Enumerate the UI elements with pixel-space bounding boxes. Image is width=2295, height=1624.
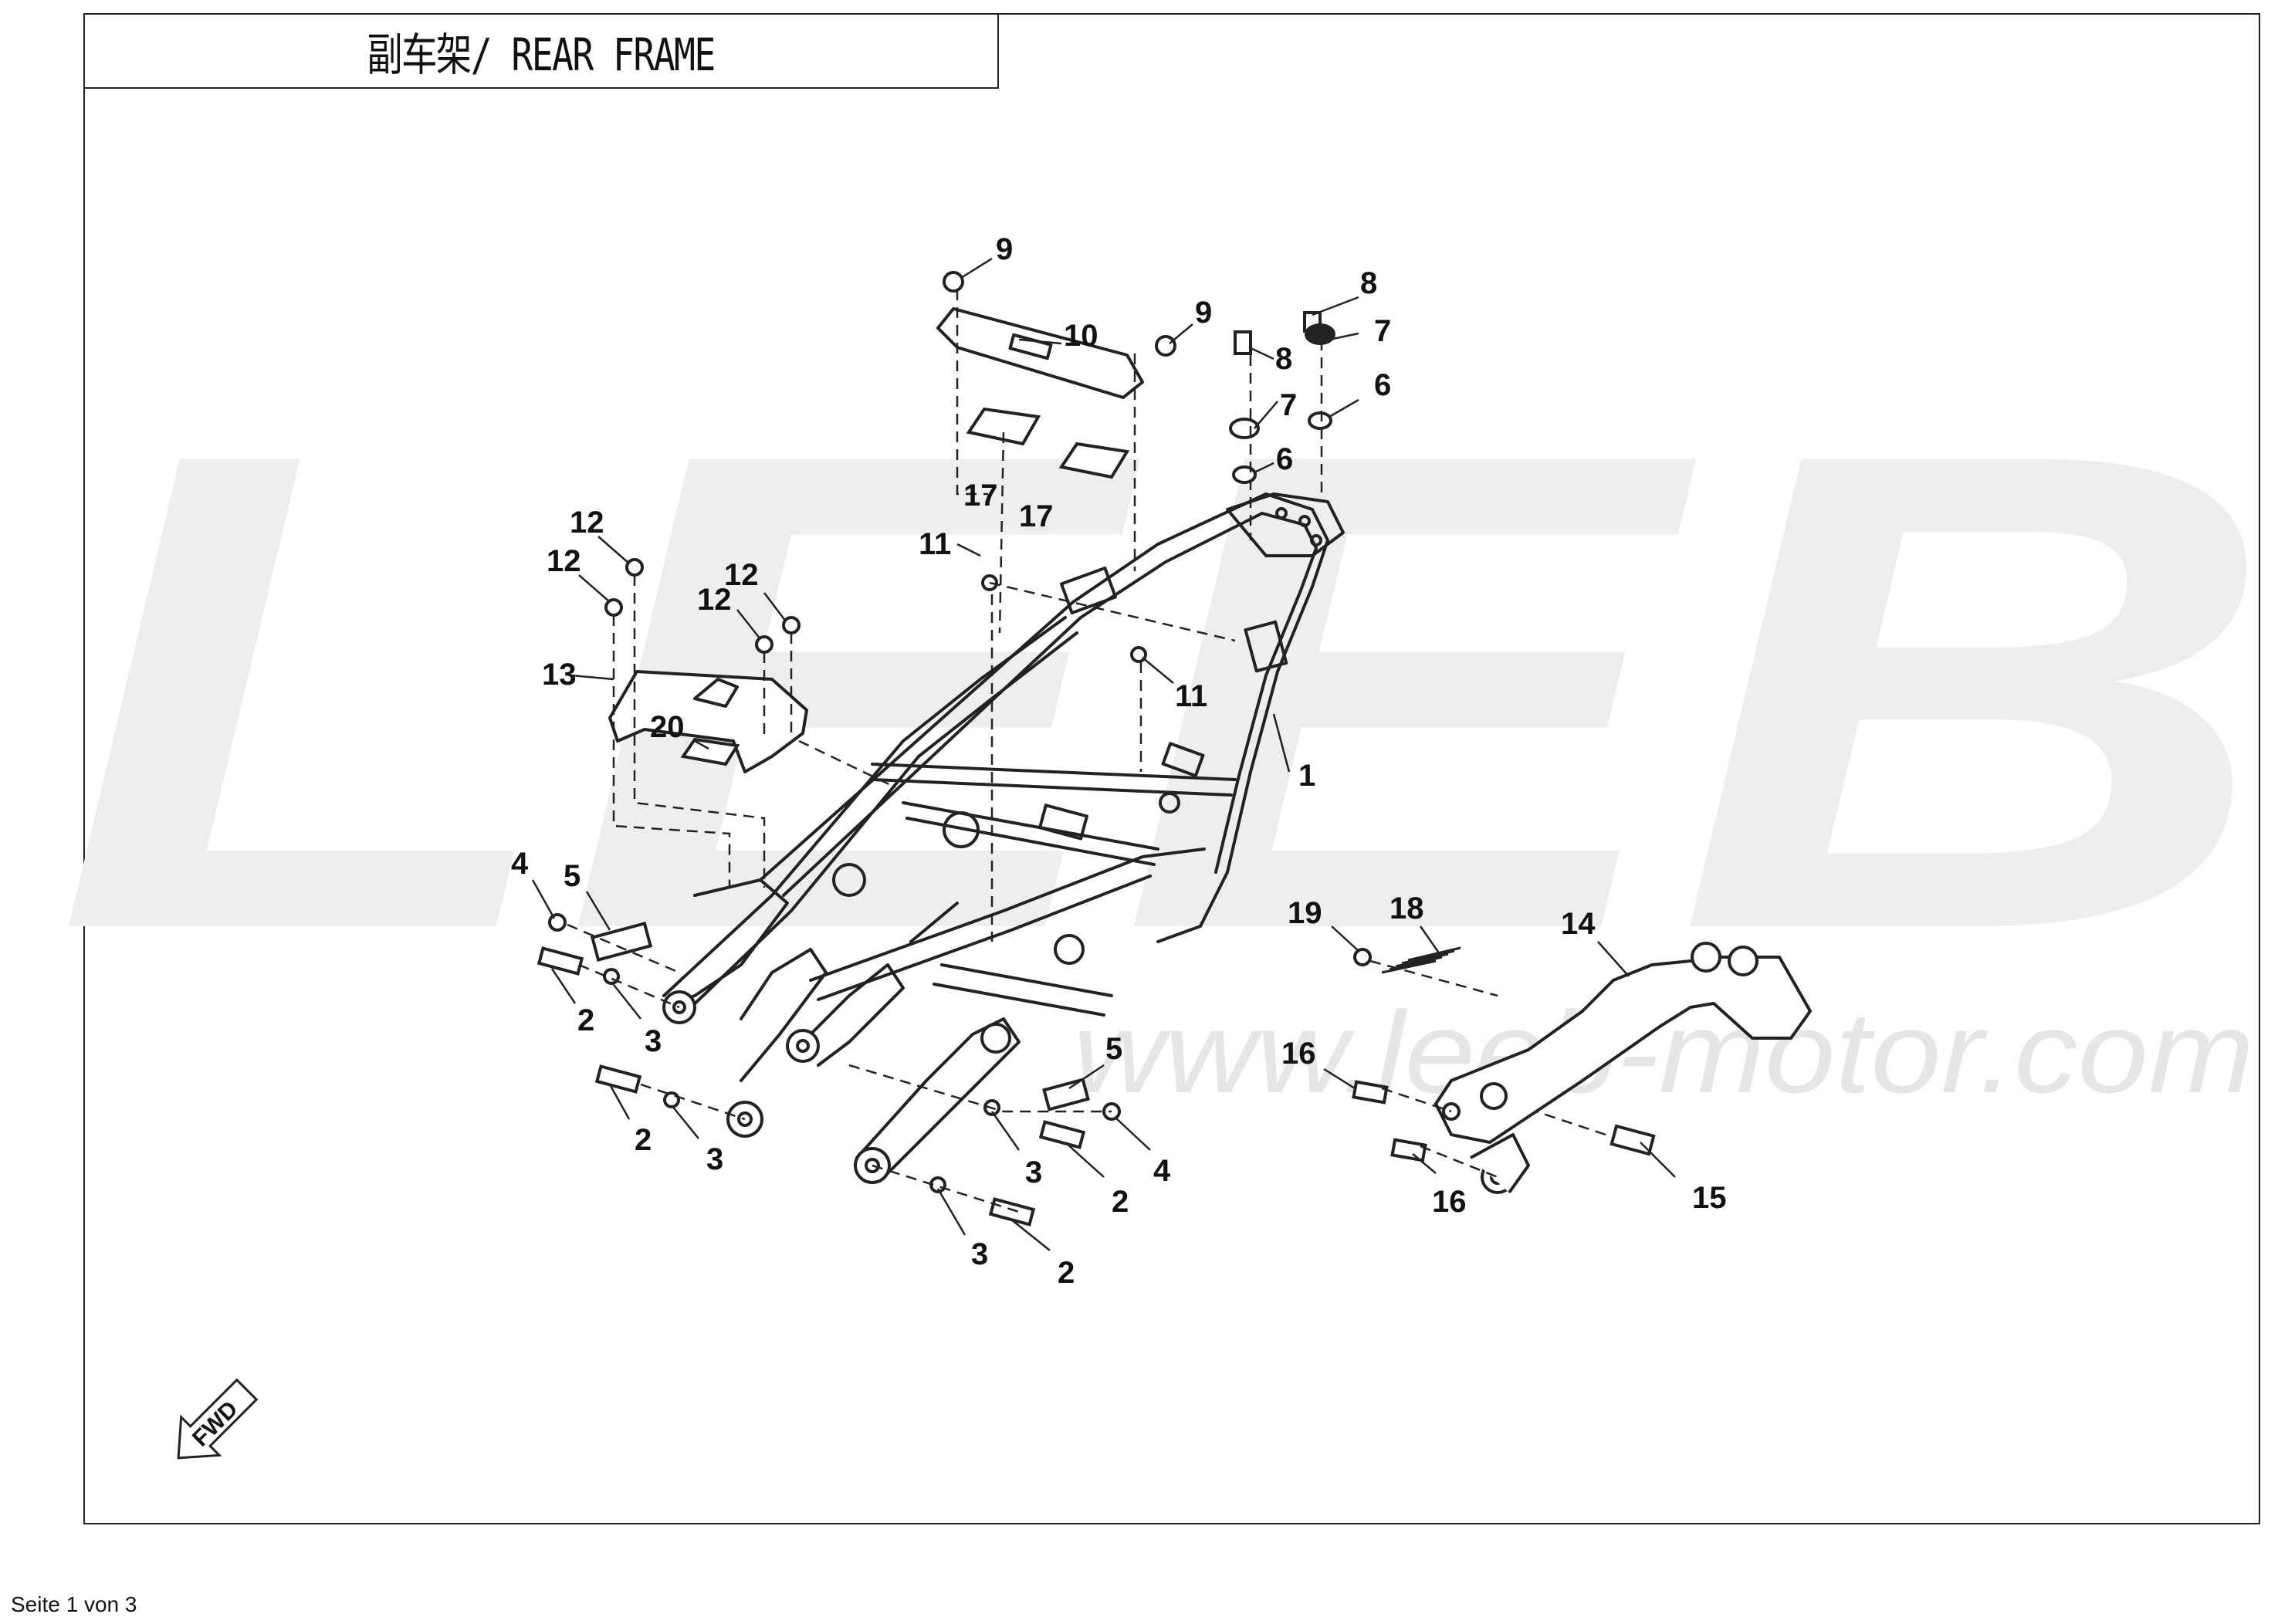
callout-14: 14 [1561,907,1596,941]
callout-1: 1 [1298,759,1315,793]
callout-11: 11 [919,527,951,561]
nut-11b [1130,646,1147,663]
callout-15: 15 [1692,1181,1727,1215]
callout-11: 11 [1175,679,1207,713]
bolt-16a [1352,1080,1389,1105]
fwd-arrow: FWD [177,1378,259,1460]
callout-8: 8 [1275,342,1292,376]
callout-3: 3 [706,1142,723,1176]
collar-6b [1308,411,1332,430]
nut-12a [625,558,644,577]
pads [680,407,1130,766]
watermark-logo: LEEB [54,312,2277,1071]
callout-3: 3 [971,1237,988,1271]
callout-labels: 9 9 10 8 7 6 8 7 6 17 17 11 11 1 12 12 1… [511,232,1727,1290]
plate-5b [1042,1078,1090,1111]
callout-7: 7 [1280,388,1297,422]
callout-2: 2 [1112,1185,1129,1219]
grommet-7a [1229,418,1260,439]
screw-9b [1155,335,1176,357]
callout-20: 20 [650,710,685,744]
alignment-lines [567,289,1606,1213]
callout-12: 12 [570,506,604,540]
fasteners [537,271,1656,1226]
bolt-16b [1390,1138,1427,1162]
callout-16: 16 [1432,1185,1467,1219]
bolt-15 [1610,1124,1656,1156]
callout-4: 4 [1153,1154,1171,1188]
callout-12: 12 [697,583,732,617]
callout-4: 4 [511,847,529,881]
spring-part-18 [1381,946,1461,974]
callout-8: 8 [1360,266,1377,300]
bolt-19 [1353,948,1372,966]
callout-17: 17 [1019,499,1054,533]
washer-3b [663,1091,680,1108]
pad-17-b [1058,442,1130,479]
callout-13: 13 [542,658,577,692]
rear-frame-part [662,492,1345,1182]
grommet-7b [1305,323,1335,345]
callout-5: 5 [564,859,581,893]
callout-18: 18 [1390,892,1424,925]
page-footer: Seite 1 von 3 [11,1592,137,1616]
callout-6: 6 [1276,442,1293,476]
callout-3: 3 [645,1024,662,1058]
callout-5: 5 [1105,1032,1122,1066]
grab-bar-part-14 [1434,942,1812,1194]
callout-9: 9 [1195,296,1212,330]
bolt-2b [594,1064,642,1094]
nut-12d [755,635,773,654]
pad-20 [680,737,740,766]
nut-12b [604,598,623,617]
link-eyes [662,990,1011,1184]
bracket-part-13 [608,670,808,773]
callout-19: 19 [1288,896,1322,930]
tray-part-10 [936,307,1144,399]
title-box: 副车架/ REAR FRAME [83,13,999,89]
callout-6: 6 [1374,368,1391,402]
callout-16: 16 [1281,1037,1316,1071]
callout-3: 3 [1025,1155,1042,1189]
plate-5a [590,922,653,962]
callout-12: 12 [724,558,759,592]
bolt-2c [1038,1120,1086,1149]
pad-17-a [966,407,1041,446]
diagram-border [83,13,2260,1524]
collar-6a [1232,465,1257,484]
callout-12: 12 [547,544,581,578]
callout-7: 7 [1374,314,1391,348]
screw-9a [943,271,964,293]
callout-2: 2 [577,1003,594,1037]
callout-2: 2 [1058,1256,1075,1290]
callout-2: 2 [635,1123,652,1157]
callout-17: 17 [963,479,998,513]
bolt-4a [548,913,567,932]
callout-10: 10 [1064,319,1098,353]
page-title: 副车架/ REAR FRAME [367,29,716,81]
callout-9: 9 [996,232,1013,266]
bolt-8a [1234,330,1252,355]
leader-lines [531,257,1676,1251]
watermark: LEEB www.leeb-motor.com [54,312,2277,1117]
